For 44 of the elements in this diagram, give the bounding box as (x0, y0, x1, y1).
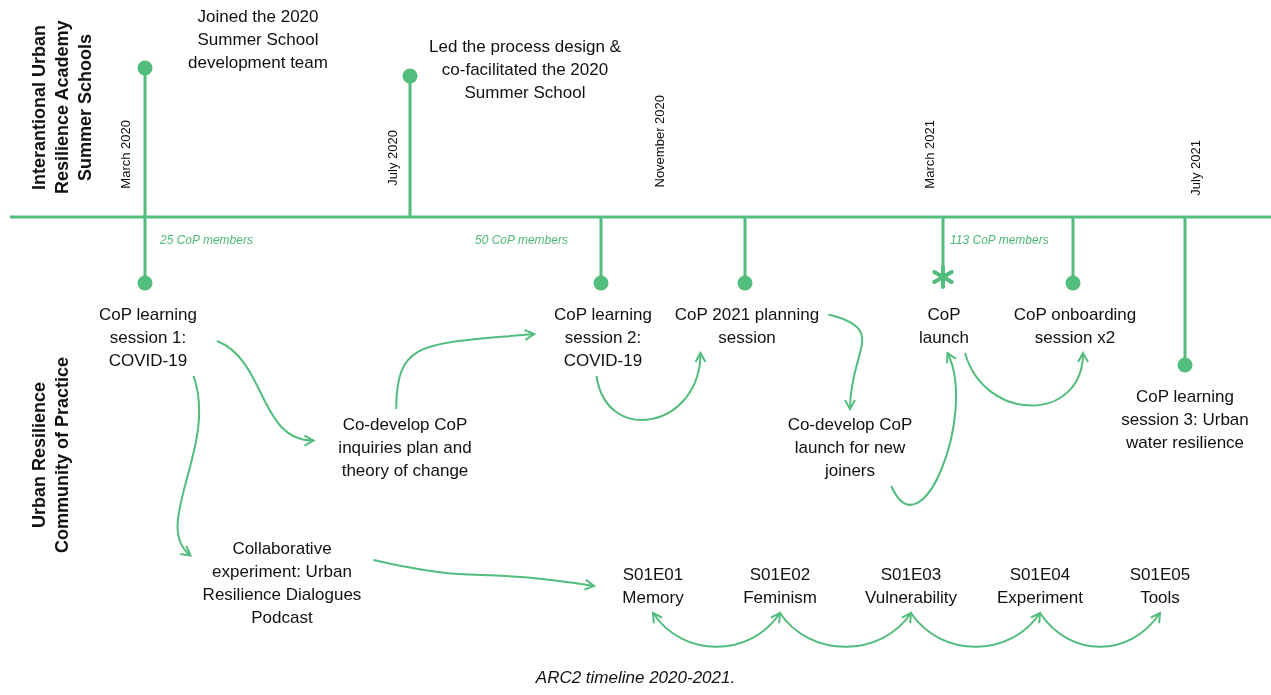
lane-title: Urban Resilience Community of Practice (28, 356, 73, 556)
episode-text: S01E03 (879, 564, 943, 586)
date-label: November 2020 (652, 95, 667, 188)
episode-text: S01E02 (748, 564, 812, 586)
curved-arrow (395, 328, 535, 410)
milestone-text: CoP learning session 2: COVID-19 (553, 304, 653, 372)
caption: ARC2 timeline 2020-2021. (534, 668, 737, 688)
member-count: 25 CoP members (160, 233, 253, 247)
milestone-text: CoP 2021 planning session (673, 304, 821, 349)
curved-arrow (1039, 612, 1161, 648)
milestone-text: CoP learning session 1: COVID-19 (98, 304, 198, 372)
lane-title: Interantional Urban Resilience Academy Summer Schools (28, 19, 96, 197)
date-label: July 2020 (385, 130, 400, 186)
curved-arrow (779, 612, 912, 648)
activity-text: Co-develop CoP launch for new joiners (786, 414, 914, 482)
curved-arrow (176, 375, 201, 557)
episode-text: Vulnerability (864, 587, 958, 609)
curved-arrow (595, 352, 706, 421)
member-count: 113 CoP members (950, 233, 1049, 247)
episode-text: Feminism (742, 587, 818, 609)
curved-arrow (372, 559, 595, 591)
milestone-text: CoP launch (917, 304, 971, 349)
milestone-text: CoP learning session 3: Urban water resilience (1120, 386, 1250, 454)
curved-arrow (216, 339, 315, 446)
episode-text: S01E04 (1008, 564, 1072, 586)
curved-arrow (890, 352, 957, 506)
episode-text: Experiment (996, 587, 1084, 609)
curved-arrow (964, 352, 1088, 407)
episode-text: S01E01 (621, 564, 685, 586)
member-count: 50 CoP members (475, 233, 568, 247)
milestone-text: Led the process design & co-facilitated the 2020 Summer School (428, 36, 622, 104)
milestone-text: Joined the 2020 Summer School development team (187, 6, 329, 74)
episode-text: Memory (621, 587, 685, 609)
episode-text: S01E05 (1128, 564, 1192, 586)
activity-text: Collaborative experiment: Urban Resilience Dialogues Podcast (201, 538, 363, 629)
activity-text: Co-develop CoP inquiries plan and theory of change (337, 414, 473, 482)
curved-arrow (910, 612, 1041, 648)
date-label: March 2020 (118, 120, 133, 189)
episode-text: Tools (1139, 587, 1181, 609)
date-label: March 2021 (922, 120, 937, 189)
milestone-text: CoP onboarding session x2 (1012, 304, 1138, 349)
date-label: July 2021 (1188, 140, 1203, 196)
curved-arrow (827, 313, 864, 410)
curved-arrow (652, 612, 781, 648)
